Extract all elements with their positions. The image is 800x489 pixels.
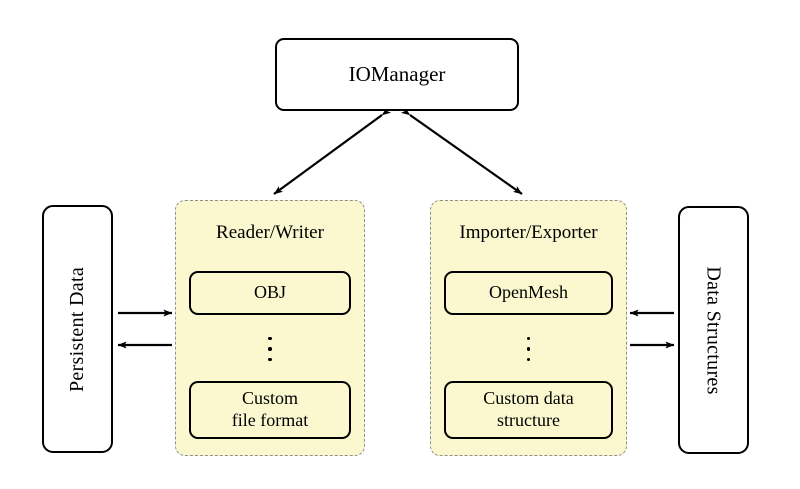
group-importer-exporter-title: Importer/Exporter — [459, 222, 598, 243]
reader-writer-item-obj[interactable]: OBJ — [189, 271, 351, 315]
group-importer-exporter[interactable]: Importer/Exporter OpenMesh Custom data s… — [430, 200, 627, 456]
reader-writer-ellipsis-icon — [176, 327, 364, 371]
io-manager-node[interactable]: IOManager — [275, 38, 519, 111]
importer-exporter-item-openmesh[interactable]: OpenMesh — [444, 271, 613, 315]
data-structures-node[interactable]: Data Structures — [678, 206, 749, 454]
connector-manager-reader-writer — [273, 107, 392, 195]
data-structures-label: Data Structures — [703, 265, 726, 395]
importer-exporter-item-custom-data-structure[interactable]: Custom data structure — [444, 381, 613, 439]
group-reader-writer-title: Reader/Writer — [216, 222, 324, 243]
io-manager-label: IOManager — [348, 62, 446, 87]
importer-exporter-ellipsis-icon — [431, 327, 626, 371]
reader-writer-item-custom-file-format[interactable]: Custom file format — [189, 381, 351, 439]
persistent-data-label: Persistent Data — [66, 266, 88, 392]
persistent-data-node[interactable]: Persistent Data — [42, 205, 113, 453]
group-reader-writer[interactable]: Reader/Writer OBJ Custom file format — [175, 200, 365, 456]
connector-manager-importer-exporter — [400, 107, 523, 195]
